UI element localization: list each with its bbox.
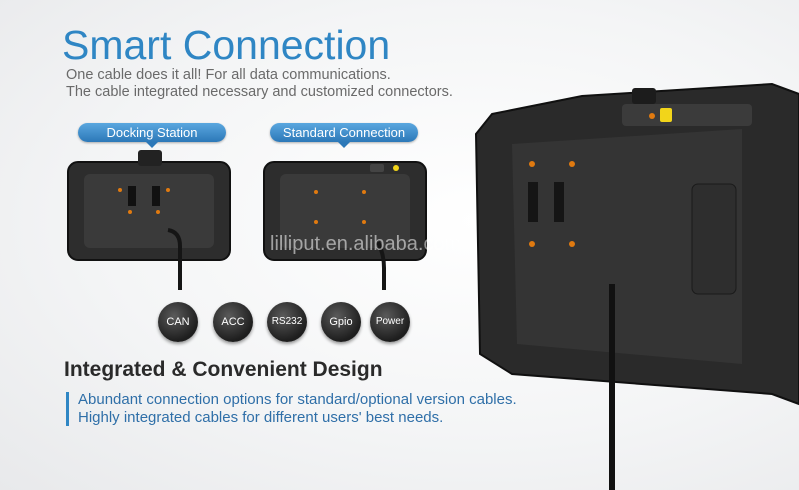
connector-acc: ACC [213,302,253,342]
connector-can: CAN [158,302,198,342]
docking-tablet-image [67,150,231,290]
page-subtitle: One cable does it all! For all data comm… [66,67,453,101]
description-line-1: Abundant connection options for standard… [78,391,517,408]
large-tablet-image [474,82,799,490]
connector-gpio: Gpio [321,302,361,342]
docking-station-label: Docking Station [78,123,226,148]
subtitle-line-2: The cable integrated necessary and custo… [66,84,453,100]
section-heading: Integrated & Convenient Design [64,358,383,381]
accent-bar [66,392,69,426]
section-description: Abundant connection options for standard… [78,391,517,427]
standard-connection-label: Standard Connection [270,123,418,148]
standard-tablet-image [263,161,427,290]
connector-rs232: RS232 [267,302,307,342]
description-line-2: Highly integrated cables for different u… [78,409,444,426]
watermark: lilliput.en.alibaba.com [270,233,462,255]
connector-power: Power [370,302,410,342]
page-title: Smart Connection [62,22,391,68]
subtitle-line-1: One cable does it all! For all data comm… [66,67,391,83]
